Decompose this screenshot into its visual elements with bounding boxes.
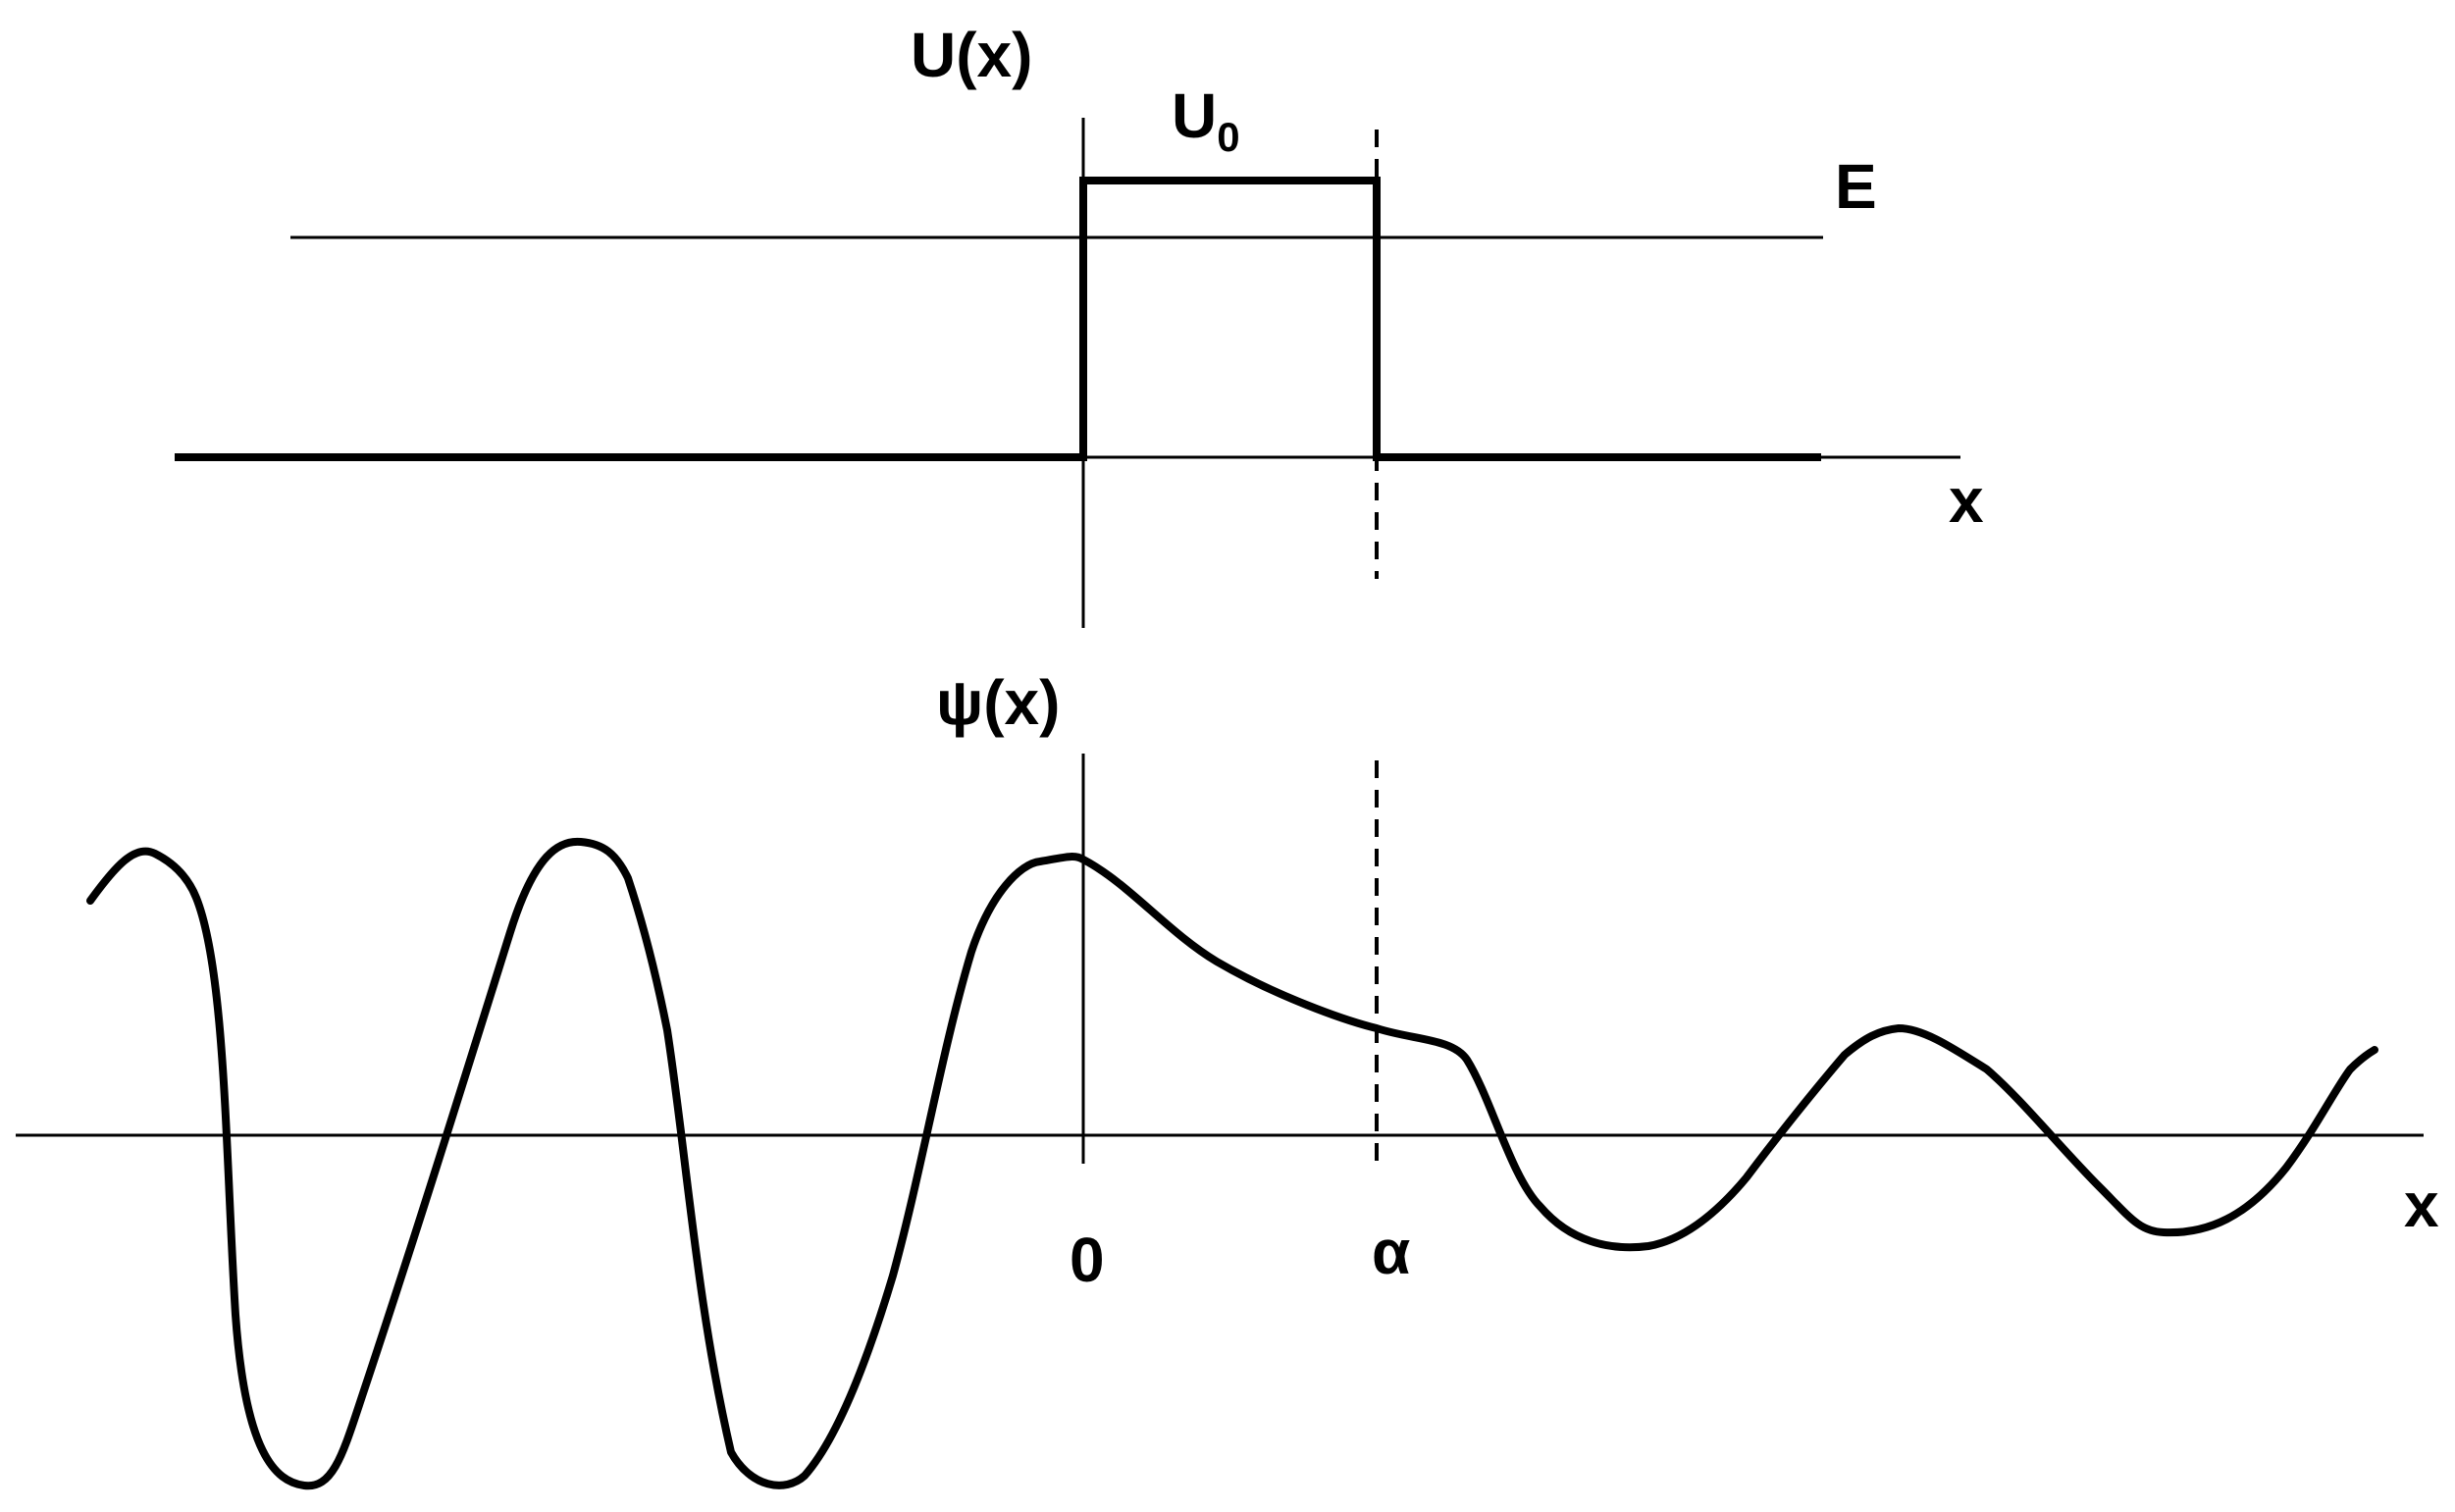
origin-tick-label: 0 (1070, 1225, 1105, 1295)
barrier-height-main: U (1172, 80, 1217, 151)
potential-x-axis-label: x (1949, 465, 1984, 536)
wavefunction-curve (86, 837, 2378, 1490)
energy-label: E (1835, 151, 1877, 222)
potential-axis-label: U(x) (911, 20, 1032, 90)
wavefunction-x-axis-label: x (2404, 1170, 2439, 1240)
potential-profile (175, 177, 1821, 461)
wavefunction-axis-label: ψ(x) (936, 667, 1060, 738)
barrier-height-subscript: 0 (1217, 114, 1239, 160)
potential-panel: U(x) U0 E x (175, 20, 1984, 628)
wavefunction-panel: ψ(x) 0 α x (16, 667, 2439, 1490)
barrier-width-tick-label: α (1372, 1217, 1410, 1287)
barrier-height-label: U0 (1172, 80, 1240, 160)
